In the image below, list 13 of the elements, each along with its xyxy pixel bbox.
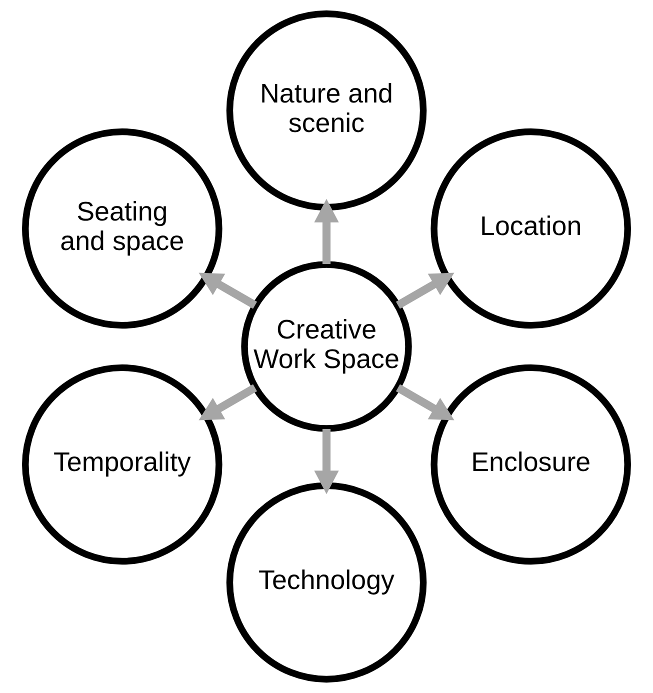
arrow	[314, 198, 339, 264]
node-circle: Nature and scenic	[226, 10, 427, 211]
arrow	[314, 429, 339, 494]
arrow	[396, 272, 454, 309]
arrow	[198, 272, 258, 309]
node-circle: Enclosure	[430, 364, 631, 565]
node-circle: Location	[430, 128, 631, 329]
node-circle: Temporality	[22, 364, 222, 565]
node-circle: Technology	[226, 482, 427, 683]
node-circle: Seating and space	[22, 128, 222, 329]
arrow	[198, 384, 258, 420]
arrow	[396, 384, 454, 420]
node-circle: Creative Work Space	[241, 261, 412, 432]
